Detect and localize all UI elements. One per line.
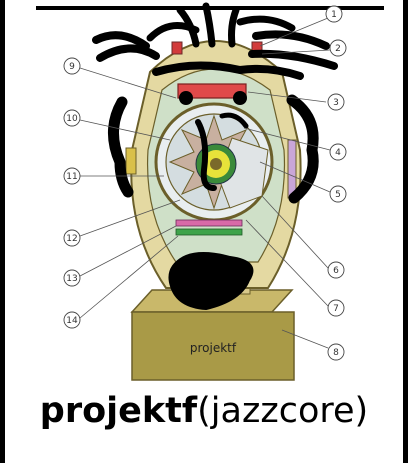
callout-6-label: 6 [333, 266, 339, 276]
callout-8-label: 8 [333, 348, 339, 358]
callout-6: 6 [328, 262, 344, 278]
left-ear [126, 148, 136, 174]
callout-12-label: 12 [66, 234, 77, 244]
callout-12: 12 [64, 230, 80, 246]
mouth-bar-top [176, 220, 242, 226]
caption-bold: projektf [40, 391, 197, 431]
caption-rest: (jazzcore) [197, 391, 368, 431]
callout-13-label: 13 [66, 274, 77, 284]
right-ear [288, 140, 296, 198]
callout-10-label: 10 [66, 114, 78, 124]
callout-1-label: 1 [331, 10, 337, 20]
callout-11-label: 11 [66, 172, 77, 182]
callout-9: 9 [64, 58, 80, 74]
callout-5: 5 [330, 186, 346, 202]
callout-7-label: 7 [333, 304, 339, 314]
callout-8: 8 [328, 344, 344, 360]
callout-7: 7 [328, 300, 344, 316]
callout-4: 4 [330, 144, 346, 160]
left-antenna [172, 42, 182, 54]
callout-14-label: 14 [66, 316, 78, 326]
pedestal-label: projektf [190, 341, 237, 355]
callout-10: 10 [64, 110, 80, 126]
callout-2-label: 2 [335, 44, 341, 54]
callout-2: 2 [330, 40, 346, 56]
mouth-bar-bottom [176, 229, 242, 235]
callout-13: 13 [64, 270, 80, 286]
callout-5-label: 5 [335, 190, 341, 200]
callout-1: 1 [326, 6, 342, 22]
callout-3-label: 3 [333, 98, 339, 108]
callout-4-label: 4 [335, 148, 341, 158]
callout-11: 11 [64, 168, 80, 184]
callout-14: 14 [64, 312, 80, 328]
callout-3: 3 [328, 94, 344, 110]
caption: projektf(jazzcore) [0, 391, 408, 431]
callout-9-label: 9 [69, 62, 75, 72]
